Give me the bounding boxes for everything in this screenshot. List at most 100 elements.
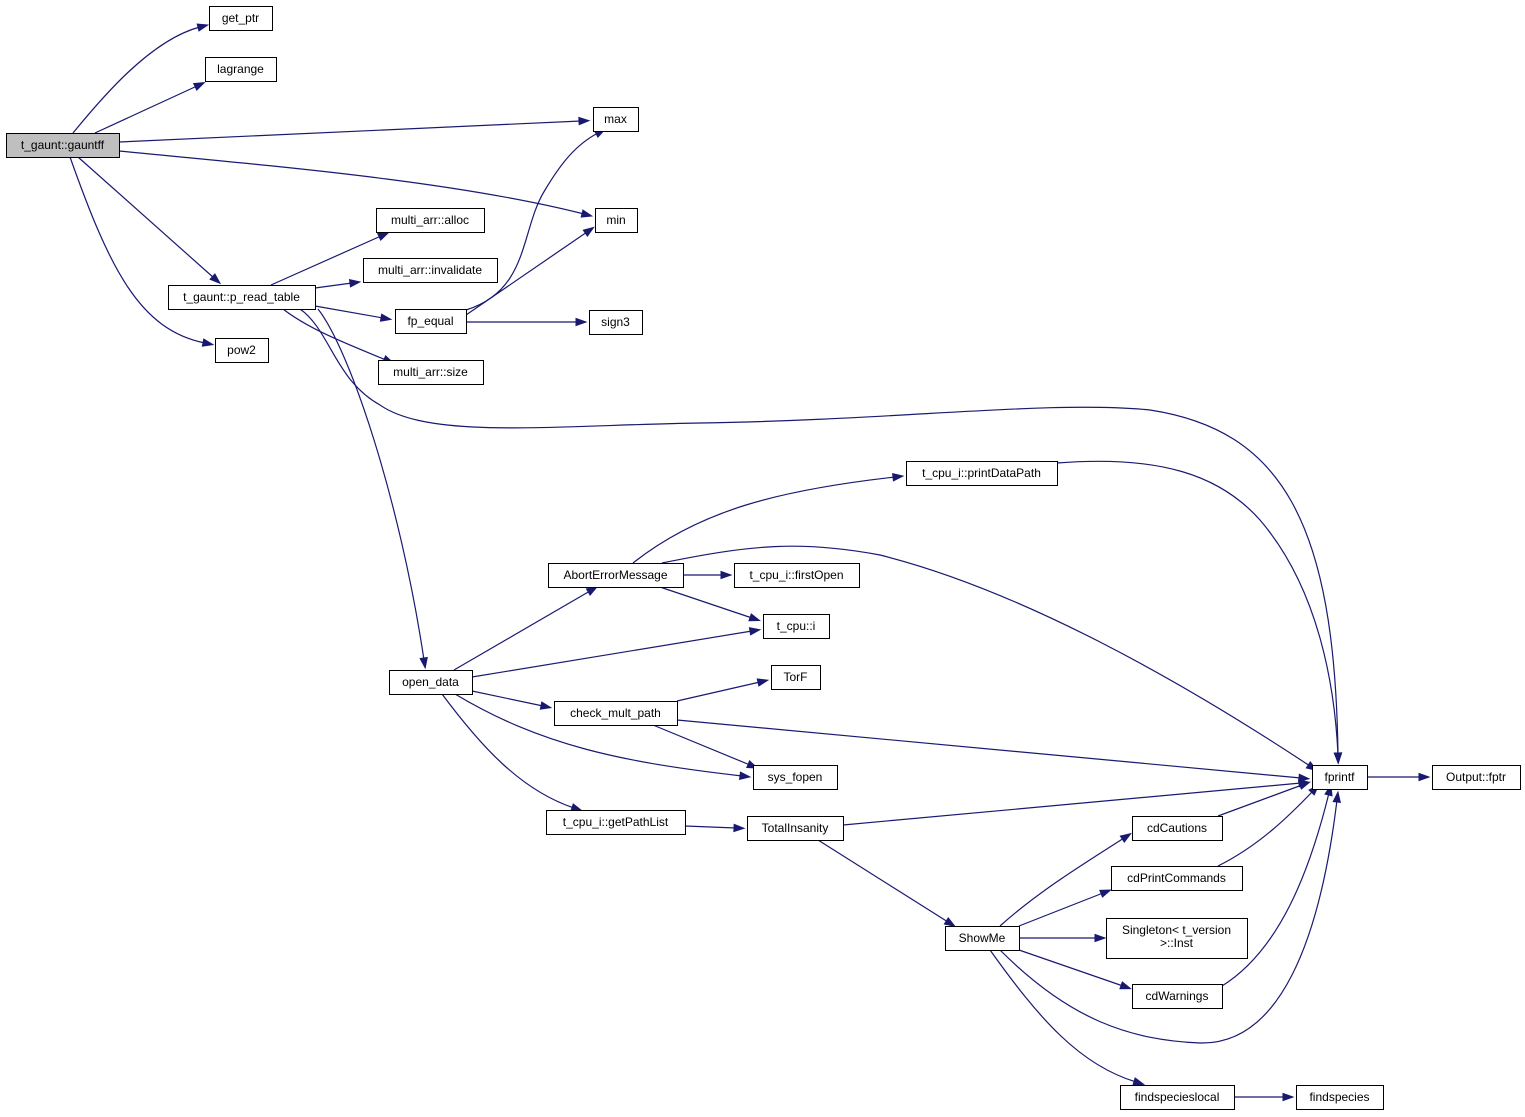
edge-open_data-to-sys_fopen [454,693,752,780]
node-printDataPath[interactable]: t_cpu_i::printDataPath [906,461,1058,486]
edge-line [465,132,599,311]
node-box [205,57,277,82]
edge-line [676,719,1302,779]
node-label: min [606,213,625,227]
node-label: cdWarnings [1146,989,1209,1003]
node-size[interactable]: multi_arr::size [378,360,484,385]
arrowhead [196,23,210,32]
arrowhead [748,613,761,622]
edge-line [118,150,585,215]
arrowhead [1418,772,1431,782]
node-box [1296,1085,1384,1110]
node-findspecies[interactable]: findspecies [1296,1085,1384,1110]
node-alloc[interactable]: multi_arr::alloc [376,208,485,233]
node-max[interactable]: max [593,107,639,132]
node-get_ptr[interactable]: get_ptr [209,6,273,31]
edge-line [314,282,353,289]
arrowhead [1119,981,1132,990]
node-pow2[interactable]: pow2 [215,338,269,363]
edge-line [999,837,1125,927]
edge-line [676,681,761,702]
arrowhead [943,917,957,928]
node-check_mult_path[interactable]: check_mult_path [554,701,678,726]
arrowhead [379,313,393,322]
arrowhead [1132,1077,1146,1086]
edge-open_data-to-cpu_i [471,627,762,678]
node-label: get_ptr [222,11,259,25]
node-Singleton_Inst[interactable]: Singleton< t_version>::Inst [1106,918,1248,959]
node-cdPrintCommands[interactable]: cdPrintCommands [1111,866,1243,891]
node-cdWarnings[interactable]: cdWarnings [1132,984,1223,1009]
edge-open_data-to-check_mult_path [471,690,553,710]
node-box [1111,866,1243,891]
edge-ShowMe-to-Singleton_Inst [1019,933,1107,943]
edge-line [842,782,1302,826]
node-label: t_gaunt::p_read_table [183,290,300,304]
edge-cdCautions-to-fprintf [1217,781,1311,817]
arrowhead [570,803,583,812]
edge-AbortErrorMessage-to-printDataPath [632,472,905,564]
edge-line [632,476,896,564]
arrowhead [1332,790,1341,804]
edge-line [1018,949,1124,987]
arrowhead [1298,773,1311,783]
node-findspecieslocal[interactable]: findspecieslocal [1120,1085,1235,1110]
node-label: multi_arr::alloc [391,213,469,227]
node-label: sign3 [601,315,630,329]
node-cdCautions[interactable]: cdCautions [1132,816,1223,841]
edge-ShowMe-to-cdWarnings [1018,949,1132,990]
node-ShowMe[interactable]: ShowMe [945,926,1020,951]
node-p_read_table[interactable]: t_gaunt::p_read_table [168,285,316,310]
arrowhead [892,472,905,482]
edge-line [684,825,737,829]
node-fp_equal[interactable]: fp_equal [395,309,467,334]
node-box [209,6,273,31]
edge-TotalInsanity-to-ShowMe [817,839,957,928]
node-sign3[interactable]: sign3 [589,310,643,335]
edge-line [659,586,753,619]
node-cpu_i[interactable]: t_cpu::i [763,614,830,639]
node-TotalInsanity[interactable]: TotalInsanity [747,816,844,841]
node-label: Output::fptr [1446,770,1506,784]
node-box [1132,816,1223,841]
node-box [546,810,686,835]
edge-check_mult_path-to-fprintf [676,719,1311,783]
edge-check_mult_path-to-TorF [676,678,770,702]
node-label: check_mult_path [570,706,661,720]
node-box [747,816,844,841]
arrowhead [539,701,553,710]
edge-line [94,85,198,134]
node-getPathList[interactable]: t_cpu_i::getPathList [546,810,686,835]
node-firstOpen[interactable]: t_cpu_i::firstOpen [734,563,860,588]
node-AbortErrorMessage[interactable]: AbortErrorMessage [548,563,684,588]
node-lagrange[interactable]: lagrange [205,57,277,82]
node-box [906,461,1058,486]
node-box [554,701,678,726]
node-sys_fopen[interactable]: sys_fopen [753,765,838,790]
node-TorF[interactable]: TorF [771,665,821,690]
node-label: t_cpu::i [777,619,816,633]
node-box [389,670,473,695]
node-fprintf[interactable]: fprintf [1312,765,1368,790]
node-box [378,360,484,385]
node-Output_fptr[interactable]: Output::fptr [1432,765,1521,790]
edge-line [77,156,215,279]
node-label: pow2 [227,343,256,357]
node-label: Singleton< t_version>::Inst [1122,923,1231,950]
node-min[interactable]: min [595,208,638,233]
node-open_data[interactable]: open_data [389,670,473,695]
arrowhead [582,226,595,237]
edge-line [652,724,751,766]
node-invalidate[interactable]: multi_arr::invalidate [363,258,498,283]
edge-AbortErrorMessage-to-firstOpen [683,570,733,580]
edge-line [118,120,582,143]
node-gauntff[interactable]: t_gaunt::gauntff [6,133,120,158]
edge-line [465,231,588,316]
edge-getPathList-to-TotalInsanity [684,823,746,833]
arrowhead [192,82,206,91]
edge-line [299,308,1339,756]
edge-line [270,235,382,286]
node-box [763,614,830,639]
edge-ShowMe-to-cdPrintCommands [1018,889,1112,927]
node-label: t_cpu_i::printDataPath [922,466,1041,480]
